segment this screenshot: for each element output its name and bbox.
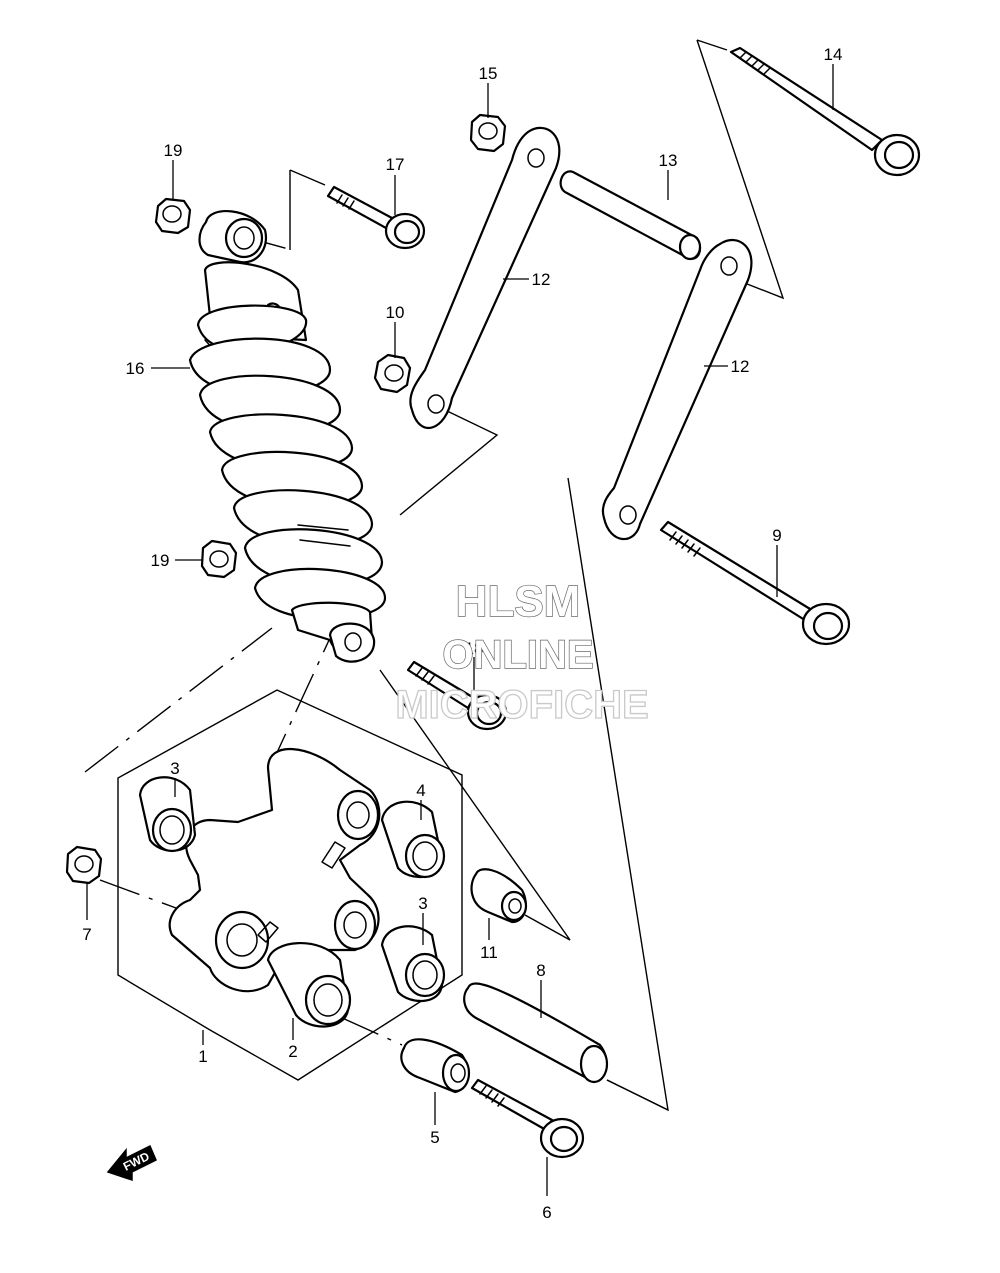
nut-15 bbox=[469, 113, 507, 153]
callout-2: 2 bbox=[288, 1042, 297, 1061]
bolt-14-frame bbox=[696, 39, 785, 300]
callout-labels: 1 2 3 3 4 5 6 7 8 9 10 11 12 12 13 14 15… bbox=[82, 45, 842, 1222]
callout-12-upper: 12 bbox=[532, 270, 551, 289]
callout-19-upper: 19 bbox=[164, 141, 183, 160]
centerline-lower-left bbox=[84, 627, 273, 773]
callout-11: 11 bbox=[480, 943, 498, 962]
leader-lines bbox=[86, 64, 834, 1196]
forward-arrow-icon bbox=[106, 1144, 157, 1182]
callout-12-lower: 12 bbox=[731, 357, 750, 376]
bolt-17 bbox=[326, 185, 426, 250]
callout-17: 17 bbox=[386, 155, 405, 174]
spacer-5 bbox=[400, 1038, 471, 1094]
bushing-11 bbox=[470, 868, 528, 924]
bearing-3-upper bbox=[138, 776, 197, 853]
nut-10 bbox=[373, 353, 412, 394]
bushing-8-frame bbox=[606, 1079, 669, 1111]
link-12-upper bbox=[409, 126, 561, 430]
callout-19-lower: 19 bbox=[151, 551, 170, 570]
bolt-14 bbox=[729, 46, 921, 177]
bolt-17-frame bbox=[289, 169, 326, 250]
callout-18: 18 bbox=[465, 639, 484, 658]
callout-4: 4 bbox=[416, 781, 425, 800]
callout-9: 9 bbox=[772, 526, 781, 545]
centerline-lever-bottom bbox=[339, 1016, 403, 1046]
bolt-9 bbox=[659, 520, 851, 646]
callout-10: 10 bbox=[386, 303, 405, 322]
callout-13: 13 bbox=[659, 151, 678, 170]
callout-3-upper: 3 bbox=[170, 759, 179, 778]
bearing-4 bbox=[380, 800, 446, 879]
link-group-frame bbox=[567, 477, 669, 1112]
bearing-2 bbox=[266, 941, 352, 1028]
centerline-lever-left bbox=[99, 879, 177, 909]
callout-14: 14 bbox=[824, 45, 843, 64]
callout-6: 6 bbox=[542, 1203, 551, 1222]
shock-absorber-16 bbox=[188, 210, 387, 663]
callout-3-lower: 3 bbox=[418, 894, 427, 913]
link-12-frame bbox=[399, 409, 499, 516]
watermark: HLSM ONLINE MICROFICHE bbox=[395, 576, 650, 727]
callout-8: 8 bbox=[536, 961, 545, 980]
callout-1: 1 bbox=[198, 1047, 207, 1066]
spacer-13 bbox=[559, 170, 702, 261]
bearing-3-lower bbox=[380, 925, 446, 1003]
lever-group-frame bbox=[117, 689, 463, 1081]
callout-5: 5 bbox=[430, 1128, 439, 1147]
nut-7 bbox=[65, 845, 103, 885]
watermark-line-3: MICROFICHE bbox=[395, 683, 648, 727]
bolt-6 bbox=[470, 1078, 585, 1159]
callout-16: 16 bbox=[126, 359, 145, 378]
centerline-lower-mid bbox=[267, 637, 331, 773]
watermark-line-2: ONLINE bbox=[442, 633, 593, 677]
callout-15: 15 bbox=[479, 64, 498, 83]
callout-7: 7 bbox=[82, 925, 91, 944]
watermark-line-1: HLSM bbox=[456, 577, 581, 626]
nut-19-upper bbox=[154, 197, 192, 235]
forward-direction-badge: FWD bbox=[106, 1144, 157, 1182]
nut-19-lower bbox=[200, 539, 238, 579]
link-12-lower bbox=[601, 238, 753, 541]
bushing-11-frame bbox=[379, 669, 571, 941]
spacer-8 bbox=[463, 982, 609, 1084]
